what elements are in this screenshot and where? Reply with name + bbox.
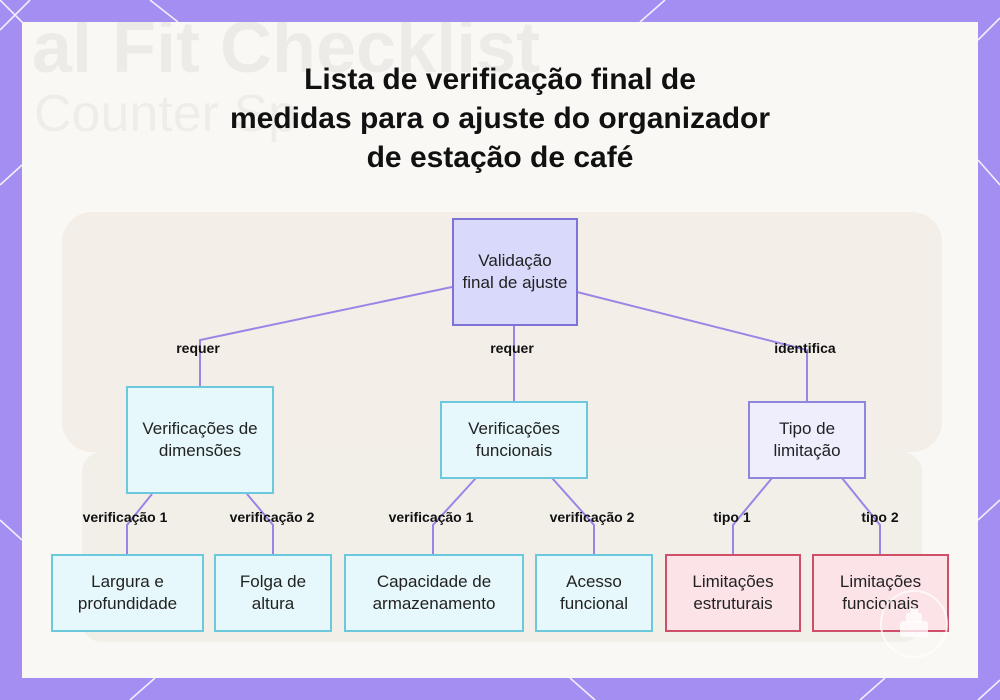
edge-label-check-1: verificação 1 <box>389 509 474 525</box>
edge-label-check-1: verificação 1 <box>83 509 168 525</box>
node-limitation-type: Tipo de limitação <box>748 401 866 479</box>
node-label: Limitações estruturais <box>675 571 791 615</box>
node-label: Tipo de limitação <box>758 418 856 462</box>
node-storage-capacity: Capacidade de armazenamento <box>344 554 524 632</box>
node-functional-access: Acesso funcional <box>535 554 653 632</box>
watermark-logo-icon <box>880 590 948 658</box>
node-structural-limitations: Limitações estruturais <box>665 554 801 632</box>
edge-label-identifies: identifica <box>774 340 835 356</box>
edge-label-check-2: verificação 2 <box>230 509 315 525</box>
node-label: Acesso funcional <box>545 571 643 615</box>
node-label: Verificações funcionais <box>450 418 578 462</box>
node-width-depth: Largura e profundidade <box>51 554 204 632</box>
edge-label-type-1: tipo 1 <box>713 509 750 525</box>
node-final-fit-validation: Validação final de ajuste <box>452 218 578 326</box>
edge-root-dimensions <box>200 287 452 386</box>
node-label: Validação final de ajuste <box>462 250 568 294</box>
edge-label-requires: requer <box>490 340 534 356</box>
edge-root-limit-type <box>577 292 807 401</box>
node-label: Verificações de dimensões <box>136 418 264 462</box>
node-dimension-checks: Verificações de dimensões <box>126 386 274 494</box>
node-height-clearance: Folga de altura <box>214 554 332 632</box>
node-functional-checks: Verificações funcionais <box>440 401 588 479</box>
edge-label-requires: requer <box>176 340 220 356</box>
edge-label-type-2: tipo 2 <box>861 509 898 525</box>
node-label: Largura e profundidade <box>61 571 194 615</box>
node-label: Folga de altura <box>224 571 322 615</box>
node-label: Capacidade de armazenamento <box>354 571 514 615</box>
edge-label-check-2: verificação 2 <box>550 509 635 525</box>
